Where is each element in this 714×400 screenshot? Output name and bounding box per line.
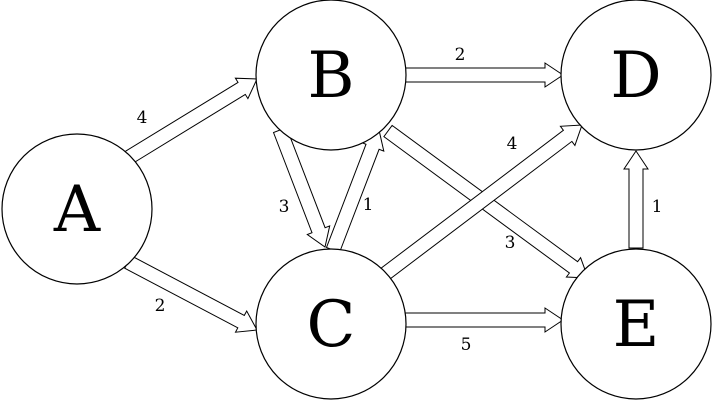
node-label-c: C <box>307 288 356 362</box>
node-e <box>560 248 712 400</box>
node-b <box>255 0 407 151</box>
node-c <box>255 248 407 400</box>
node-label-a: A <box>53 173 101 247</box>
node-label-b: B <box>307 39 354 113</box>
node-a <box>1 133 153 285</box>
edge-weight-c-d: 4 <box>507 134 518 154</box>
edge-arrow-a-b <box>123 77 258 165</box>
weights-layer: 4 2 2 3 1 3 4 5 1 <box>137 45 663 355</box>
edge-arrow-c-e <box>404 307 564 333</box>
edge-weight-e-d: 1 <box>652 197 663 217</box>
node-label-e: E <box>613 288 660 362</box>
edge-arrow-c-d <box>380 124 583 281</box>
edges-layer <box>123 62 649 333</box>
edge-weight-c-b: 1 <box>363 195 374 215</box>
node-label-d: D <box>610 39 661 113</box>
edge-weight-a-c: 2 <box>155 296 166 316</box>
edge-weight-b-c: 3 <box>279 197 290 217</box>
edge-weight-c-e: 5 <box>461 335 472 355</box>
edge-arrow-a-c <box>124 255 258 333</box>
edge-arrow-e-d <box>623 150 649 249</box>
edge-weight-a-b: 4 <box>137 108 148 128</box>
edge-weight-b-e: 3 <box>505 233 516 253</box>
edge-arrow-b-c <box>272 126 331 248</box>
edge-arrow-b-d <box>404 62 564 88</box>
edge-weight-b-d: 2 <box>455 45 466 65</box>
node-d <box>560 0 712 151</box>
